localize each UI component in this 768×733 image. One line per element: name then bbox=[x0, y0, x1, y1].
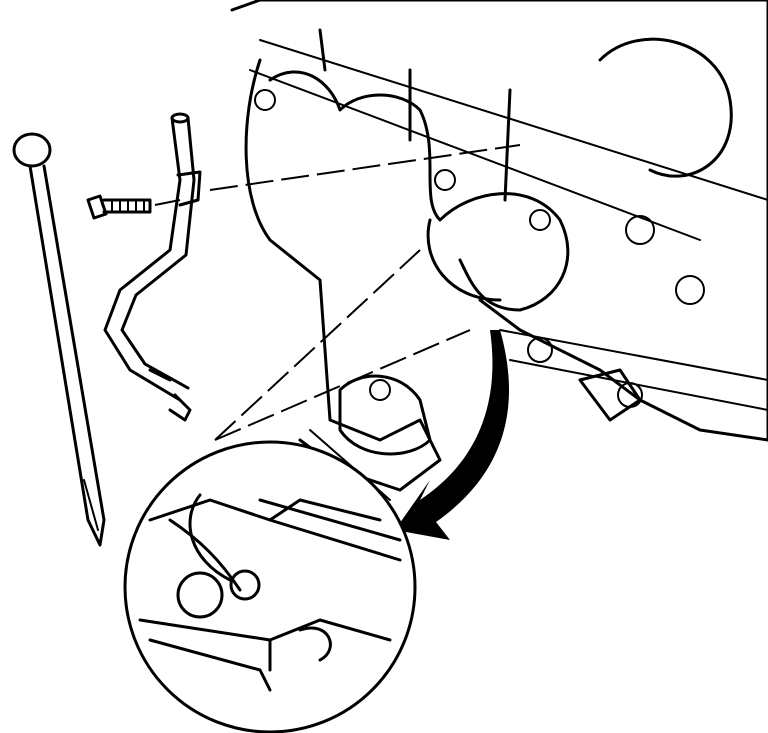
indicator-tube bbox=[103, 112, 202, 422]
detail-inset bbox=[123, 440, 417, 733]
engine-block bbox=[230, 0, 768, 442]
direction-arrow bbox=[395, 330, 510, 540]
tube-bolt bbox=[86, 194, 152, 220]
leader-lines bbox=[154, 144, 521, 441]
oil-level-indicator bbox=[12, 132, 106, 547]
exhaust-manifold bbox=[244, 28, 570, 511]
